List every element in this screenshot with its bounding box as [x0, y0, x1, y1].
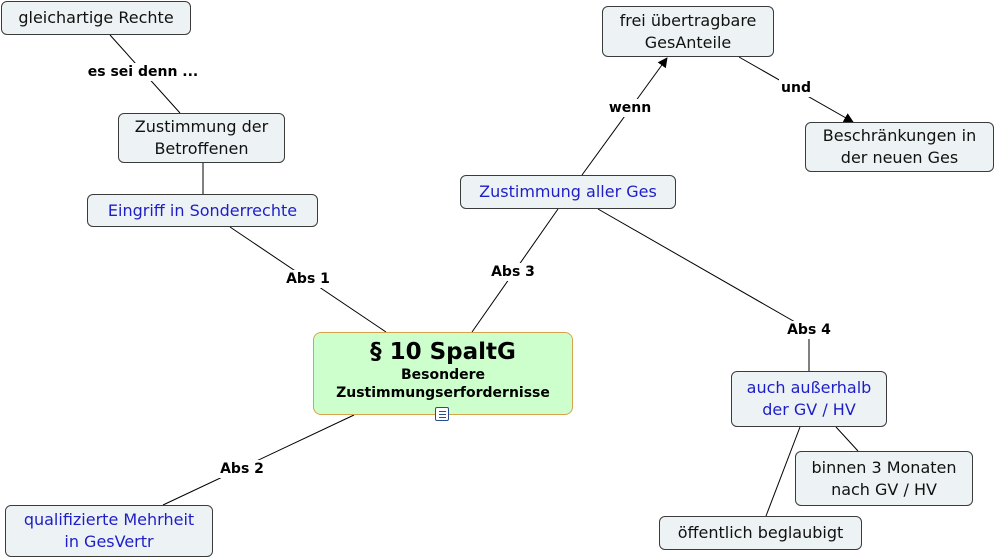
central-topic-subtitle-line-2: Zustimmungserfordernisse [336, 385, 550, 401]
note-icon[interactable] [435, 407, 449, 421]
central-topic-title: § 10 SpaltG [370, 339, 516, 365]
node-label-line-1: frei übertragbare [619, 10, 757, 30]
edge-label-abs-3: Abs 3 [489, 263, 537, 281]
node-label: öffentlich beglaubigt [677, 523, 844, 542]
edge-label-und: und [779, 79, 813, 97]
node-label-line-1: Zustimmung der [134, 117, 269, 136]
node-frei-uebertragbare-gesanteile[interactable]: frei übertragbare GesAnteile [602, 6, 774, 57]
node-label: Eingriff in Sonderrechte [107, 200, 298, 220]
node-label-line-2: der GV / HV [762, 400, 856, 419]
node-label-line-1: binnen 3 Monaten [811, 457, 957, 477]
node-label-line-2: der neuen Ges [840, 148, 959, 167]
node-gleichartige-rechte[interactable]: gleichartige Rechte [1, 1, 191, 35]
node-label-line-2: nach GV / HV [831, 479, 937, 499]
node-eingriff-in-sonderrechte[interactable]: Eingriff in Sonderrechte [87, 194, 318, 227]
edge-label-abs-1: Abs 1 [284, 270, 332, 288]
edge-label-es-sei-denn: es sei denn ... [85, 63, 201, 81]
node-qualifizierte-mehrheit[interactable]: qualifizierte Mehrheit in GesVertr [5, 505, 213, 557]
node-label-line-2: GesAnteile [644, 32, 732, 52]
node-zustimmung-der-betroffenen[interactable]: Zustimmung der Betroffenen [118, 113, 285, 163]
node-beschraenkungen-in-der-neuen-ges[interactable]: Beschränkungen in der neuen Ges [805, 122, 994, 172]
edge-ausserhalb-oeffentlich [765, 426, 801, 517]
node-oeffentlich-beglaubigt[interactable]: öffentlich beglaubigt [659, 516, 862, 550]
node-label: gleichartige Rechte [18, 8, 174, 27]
edge-ausserhalb-binnen [835, 426, 859, 452]
node-auch-ausserhalb-der-gv-hv[interactable]: auch außerhalb der GV / HV [731, 371, 887, 427]
central-topic-subtitle-line-1: Besondere [401, 367, 485, 383]
edge-label-abs-2: Abs 2 [218, 460, 266, 478]
edge-label-wenn: wenn [606, 99, 654, 117]
node-zustimmung-aller-ges[interactable]: Zustimmung aller Ges [460, 175, 676, 209]
node-label-line-1: qualifizierte Mehrheit [23, 510, 195, 529]
node-binnen-3-monaten[interactable]: binnen 3 Monaten nach GV / HV [795, 451, 973, 506]
node-label: Zustimmung aller Ges [479, 182, 657, 201]
edge-zustimmung-aller-ausserhalb [597, 208, 810, 331]
node-label-line-1: Beschränkungen in [822, 126, 977, 145]
node-label-line-2: Betroffenen [154, 139, 249, 158]
edge-label-abs-4: Abs 4 [785, 321, 833, 339]
node-label-line-1: auch außerhalb [746, 378, 872, 397]
central-topic[interactable]: § 10 SpaltG Besondere Zustimmungserforde… [313, 332, 573, 421]
node-label-line-2: in GesVertr [64, 532, 154, 551]
